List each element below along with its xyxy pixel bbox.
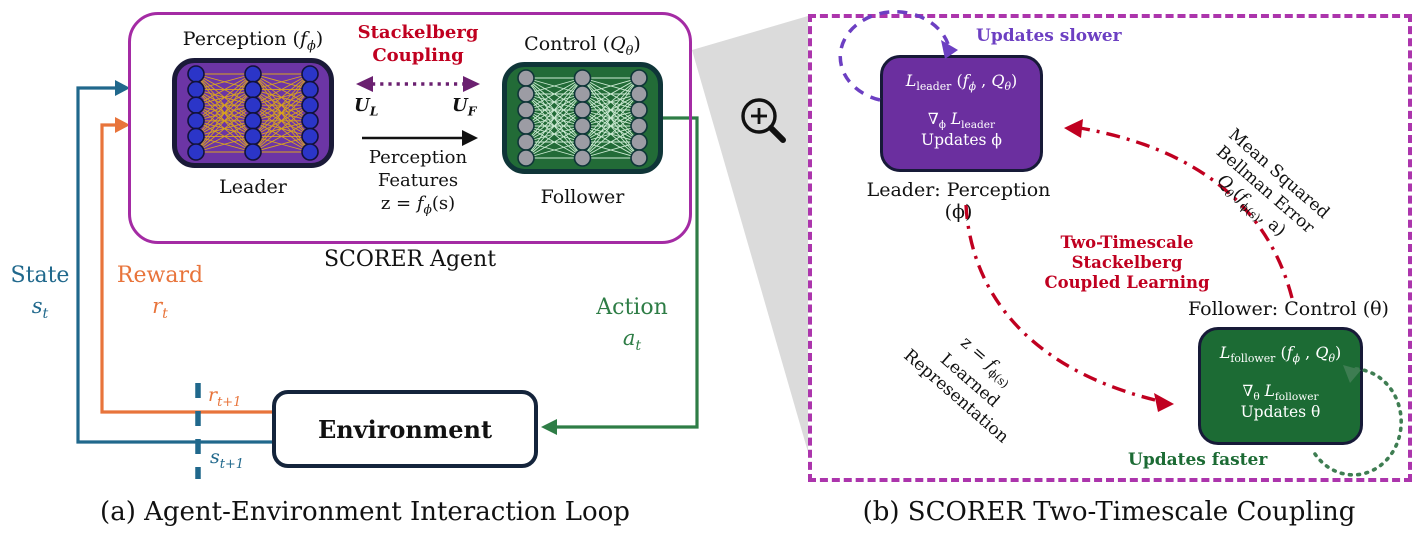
follower-role-label: Follower — [540, 186, 625, 208]
state-next-label: st+1 — [210, 446, 244, 472]
reward-next-label: rt+1 — [208, 384, 242, 410]
control-network-graphic — [502, 62, 663, 174]
u-leader-label: UL — [354, 95, 379, 119]
perception-network-graphic — [172, 58, 334, 168]
follower-box: Lfollower (fϕ , Qθ) ∇θ Lfollower Updates… — [1198, 327, 1363, 445]
caption-b: (b) SCORER Two-Timescale Coupling — [862, 497, 1356, 527]
zoom-in-magnifier-icon — [741, 98, 786, 143]
scorer-agent-label: SCORER Agent — [323, 247, 497, 272]
perception-title: Perception (fϕ) — [182, 28, 324, 54]
leader-box: Lleader (fϕ , Qθ) ∇ϕ Lleader Updates ϕ — [880, 55, 1043, 172]
zoom-wedge — [692, 16, 808, 452]
leader-gradient-label: ∇ϕ Lleader — [927, 110, 996, 132]
leader-caption: Leader: Perception (ϕ) — [866, 179, 1051, 223]
panel-b-box — [808, 14, 1412, 482]
reward-label: Reward rt — [116, 263, 204, 323]
control-title: Control (Qθ) — [524, 33, 641, 59]
follower-update-label: Updates θ — [1240, 403, 1321, 422]
updates-faster-label: Updates faster — [1128, 450, 1268, 470]
leader-update-label: Updates ϕ — [921, 131, 1002, 150]
leader-loss-label: Lleader (fϕ , Qθ) — [905, 71, 1018, 94]
stackelberg-coupling-label: Stackelberg Coupling — [357, 22, 479, 66]
environment-box: Environment — [272, 390, 538, 468]
action-label: Action at — [596, 295, 668, 355]
caption-a: (a) Agent-Environment Interaction Loop — [100, 497, 630, 527]
state-label: State st — [10, 263, 70, 323]
follower-gradient-label: ∇θ Lfollower — [1242, 382, 1319, 404]
follower-loss-label: Lfollower (fϕ , Qθ) — [1219, 343, 1342, 366]
environment-label: Environment — [317, 414, 493, 444]
updates-slower-label: Updates slower — [976, 26, 1122, 46]
two-timescale-label: Two-Timescale Stackelberg Coupled Learni… — [1044, 233, 1210, 292]
scorer-agent-box — [128, 12, 692, 244]
action-arrowhead — [541, 419, 557, 435]
u-follower-label: UF — [452, 95, 477, 119]
leader-role-label: Leader — [219, 176, 287, 198]
follower-caption: Follower: Control (θ) — [1188, 298, 1389, 320]
